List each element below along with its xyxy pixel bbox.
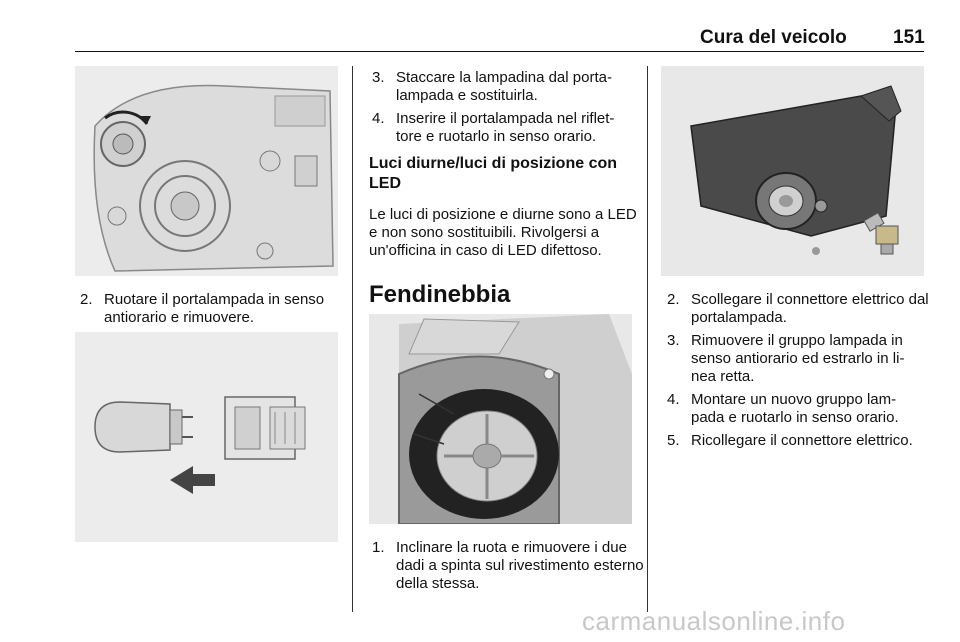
step-number: 4. [372,110,385,127]
step-number: 2. [667,291,680,308]
step-2-right: 2. Scollegare il connettore elettrico da… [667,291,929,327]
led-paragraph: Le luci di posizione e diurne sono a LED… [369,206,637,259]
fog-lamp-assembly-illustration [661,66,924,276]
step-number: 1. [372,539,385,556]
step-3-right: 3. Rimuovere il gruppo lampada in senso … [667,332,929,386]
step-4-right: 4. Montare un nuovo gruppo lam-pada e ru… [667,391,929,427]
step-1-middle: 1. Inclinare la ruota e rimuovere i due … [372,539,644,593]
header-title: Cura del veicolo [700,27,847,48]
step-number: 3. [667,332,680,349]
headlamp-bulb-holder-illustration [75,66,338,276]
step-text: Ricollegare il connettore elettrico. [691,432,913,449]
step-text: Scollegare il connettore elettrico dal p… [691,291,929,326]
header-rule [75,51,924,52]
step-2-left: 2. Ruotare il portalampada in senso anti… [80,291,345,327]
section-title-fendinebbia: Fendinebbia [369,281,511,308]
wheel-arch-illustration [369,314,632,524]
step-number: 4. [667,391,680,408]
subheading-led: Luci diurne/luci di posizione con LED [369,155,618,192]
column-divider-right [647,66,648,612]
step-3-middle: 3. Staccare la lampadina dal porta-lampa… [372,69,640,105]
step-number: 5. [667,432,680,449]
step-text: Staccare la lampadina dal porta-lampada … [396,69,612,104]
step-text: Inserire il portalampada nel riflet-tore… [396,110,615,145]
step-text: Inclinare la ruota e rimuovere i due dad… [396,539,644,592]
column-divider-left [352,66,353,612]
step-text: Montare un nuovo gruppo lam-pada e ruota… [691,391,899,426]
step-text: Ruotare il portalampada in senso antiora… [104,291,325,326]
bulb-removal-illustration [75,332,338,542]
page-number: 151 [893,27,925,48]
step-number: 2. [80,291,93,308]
step-5-right: 5. Ricollegare il connettore elettrico. [667,432,937,450]
step-4-middle: 4. Inserire il portalampada nel riflet-t… [372,110,640,146]
step-text: Rimuovere il gruppo lampada in senso ant… [691,332,905,385]
step-number: 3. [372,69,385,86]
watermark: carmanualsonline.info [582,606,846,636]
